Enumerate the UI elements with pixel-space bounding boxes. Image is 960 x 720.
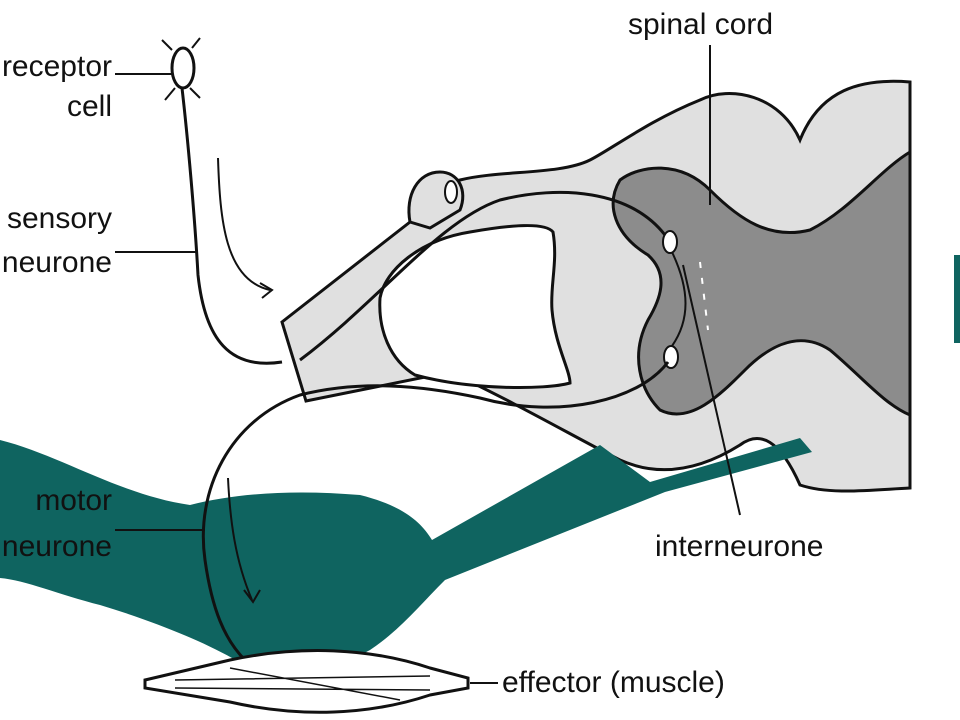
label-motor: motor xyxy=(35,484,112,517)
interneurone-dashed-link xyxy=(699,261,709,331)
receptor-dendrites xyxy=(161,37,201,101)
effector-muscle xyxy=(143,649,470,714)
label-effector: effector (muscle) xyxy=(502,666,725,699)
receptor-cell xyxy=(170,46,196,90)
spinal-cord-grey-matter xyxy=(611,149,912,418)
sensory-arrow-head xyxy=(259,282,274,299)
arm-hand-silhouette xyxy=(0,438,812,667)
label-receptor: receptor xyxy=(2,50,112,83)
sensory-neurone-fibre xyxy=(180,87,283,365)
ganglion-cell-body xyxy=(444,180,458,204)
label-motor-neurone: neurone xyxy=(2,530,112,563)
dorsal-cell-body xyxy=(662,230,678,254)
label-interneurone: interneurone xyxy=(655,530,823,563)
interneurone-fibre xyxy=(671,251,687,347)
motor-neurone-fibre xyxy=(201,361,670,662)
slide-accent-bar xyxy=(954,255,960,343)
motor-arrow-head xyxy=(243,589,261,604)
label-sensory: sensory xyxy=(7,202,112,235)
label-receptor-cell: cell xyxy=(67,90,112,123)
nerve-loop-hollow xyxy=(378,224,572,390)
sensory-direction-arrow xyxy=(217,157,271,291)
muscle-fibres xyxy=(174,667,431,701)
label-spinal-cord: spinal cord xyxy=(628,8,773,41)
sensory-fibre-in-root xyxy=(299,190,667,362)
motor-direction-arrow xyxy=(227,477,253,601)
label-sensory-neurone: neurone xyxy=(2,246,112,279)
interneurone-leader-line xyxy=(682,264,741,516)
